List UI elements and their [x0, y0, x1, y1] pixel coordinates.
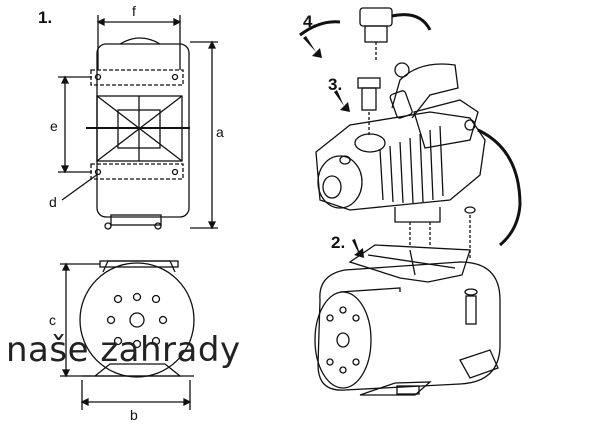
power-cable	[477, 128, 522, 247]
step-arrows	[303, 36, 364, 258]
dimension-a-label: a	[216, 124, 224, 140]
tank-top-cap	[119, 37, 161, 45]
arrow-step-3	[334, 90, 350, 112]
tank-foot-front	[359, 381, 432, 396]
tank-mount-plate	[348, 244, 471, 283]
pump-outlet-port	[354, 133, 386, 153]
upper-bolt-hole-left	[94, 73, 102, 81]
nipple-fitting	[357, 77, 381, 89]
step-1-label: 1.	[38, 8, 53, 27]
upper-mount-bracket	[90, 69, 184, 86]
terminal-box	[413, 99, 479, 149]
arrow-step-4	[303, 36, 322, 58]
watermark-text: naše zahrady	[6, 330, 241, 370]
step-2-label: 2.	[331, 233, 346, 252]
arrow-step-2	[352, 239, 364, 258]
tank-front-view	[58, 15, 218, 230]
bottom-connector	[110, 214, 162, 226]
dimension-e-label: e	[50, 118, 58, 134]
pressure-tank	[317, 261, 501, 391]
dimension-c-label: c	[49, 312, 56, 328]
pressure-gauge	[394, 62, 410, 78]
dimension-f-label: f	[132, 3, 136, 19]
lower-bolt-hole-left	[94, 168, 102, 176]
bolt-washer	[464, 206, 476, 214]
lower-bolt-hole-right	[171, 168, 179, 176]
dimension-b-label: b	[130, 407, 138, 423]
pump-body	[315, 111, 486, 211]
exploded-tank	[314, 244, 501, 396]
pump-handle	[391, 63, 459, 119]
upper-bolt-hole-right	[171, 73, 179, 81]
pressure-switch	[359, 7, 393, 27]
tank-foot-rear	[459, 349, 499, 379]
pump-foot	[394, 207, 441, 223]
step-4-label: 4.	[303, 12, 318, 31]
lower-mount-bracket	[90, 163, 184, 180]
pump-inlet-housing	[317, 155, 363, 209]
side-bolt	[465, 295, 477, 325]
pump-assembly	[299, 7, 522, 260]
step-3-label: 3.	[328, 75, 343, 94]
tank-side-view	[60, 260, 195, 410]
tank-circle	[79, 262, 195, 378]
dimension-d-label: d	[49, 194, 57, 210]
